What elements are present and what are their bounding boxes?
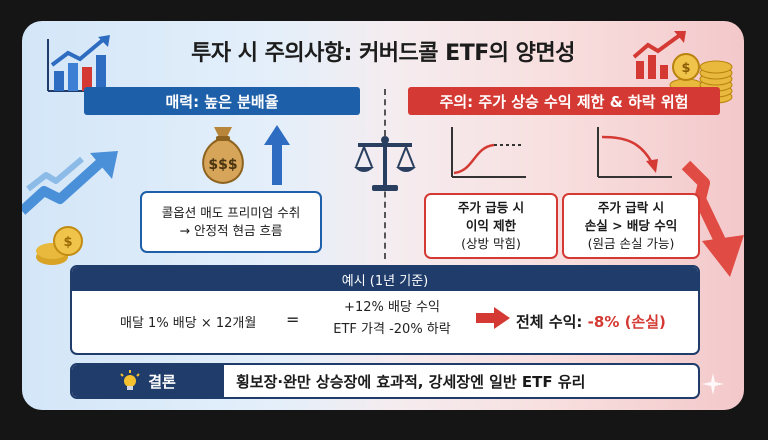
down-arrow-icon xyxy=(681,160,744,277)
premium-box: 콜옵션 매도 프리미엄 수취 → 안정적 현금 흐름 xyxy=(140,191,322,253)
up-arrow-icon xyxy=(264,125,290,185)
appeal-header: 매력: 높은 분배율 xyxy=(84,87,360,115)
crash-line2: 손실 > 배당 수익 xyxy=(584,218,678,233)
right-arrow-icon xyxy=(476,307,510,329)
example-equals: = xyxy=(286,310,300,329)
crash-box: 주가 급락 시 손실 > 배당 수익 (원금 손실 가능) xyxy=(562,193,700,259)
example-breakdown: +12% 배당 수익 ETF 가격 -20% 하락 xyxy=(322,297,462,341)
coin-stack-icon: $ xyxy=(36,226,83,265)
balance-scale-icon xyxy=(354,136,416,191)
surge-line1: 주가 급등 시 xyxy=(457,200,525,215)
money-bag-label: $$$ xyxy=(208,157,237,173)
rising-arrows-icon xyxy=(22,151,118,215)
surge-line2: 이익 제한 xyxy=(465,218,517,233)
money-bag-icon: $$$ xyxy=(202,127,244,185)
example-header: 예시 (1년 기준) xyxy=(72,267,698,291)
svg-text:$: $ xyxy=(63,235,72,250)
page-title: 투자 시 주의사항: 커버드콜 ETF의 양면성 xyxy=(191,41,575,66)
red-rising-chart-icon xyxy=(632,31,686,79)
premium-line2: → 안정적 현금 흐름 xyxy=(179,223,283,238)
lightbulb-icon xyxy=(120,370,140,390)
conclusion-tag: 결론 xyxy=(72,365,224,397)
surge-box: 주가 급등 시 이익 제한 (상방 막힘) xyxy=(424,193,558,259)
example-price-line: ETF 가격 -20% 하락 xyxy=(333,322,451,337)
example-total: 전체 수익: -8% (손실) xyxy=(516,311,666,332)
example-panel: 예시 (1년 기준) 매달 1% 배당 × 12개월 = +12% 배당 수익 … xyxy=(70,265,700,355)
capped-growth-chart-icon xyxy=(451,127,526,178)
conclusion-label: 결론 xyxy=(148,372,176,391)
example-dividend-line: +12% 배당 수익 xyxy=(344,300,440,315)
crash-line1: 주가 급락 시 xyxy=(597,200,665,215)
example-total-value: -8% (손실) xyxy=(587,313,666,331)
conclusion-text: 횡보장·완만 상승장에 효과적, 강세장엔 일반 ETF 유리 xyxy=(236,372,586,391)
infographic-card: $ 투자 시 주의사항: 커버드콜 ETF의 양면성 $ 매력: 높은 분배율 … xyxy=(22,21,744,410)
sparkle-icon xyxy=(702,373,724,395)
premium-line1: 콜옵션 매도 프리미엄 수취 xyxy=(161,205,301,220)
crash-line3: (원금 손실 가능) xyxy=(587,236,675,251)
bar-chart-up-icon xyxy=(47,35,114,92)
caution-header: 주의: 주가 상승 수익 제한 & 하락 위험 xyxy=(408,87,720,115)
surge-line3: (상방 막힘) xyxy=(461,236,521,251)
example-total-label: 전체 수익: xyxy=(516,313,583,331)
example-monthly: 매달 1% 배당 × 12개월 xyxy=(120,316,257,331)
falling-chart-icon xyxy=(597,127,672,178)
conclusion-panel: 결론 횡보장·완만 상승장에 효과적, 강세장엔 일반 ETF 유리 xyxy=(70,363,700,399)
svg-text:$: $ xyxy=(681,61,690,76)
